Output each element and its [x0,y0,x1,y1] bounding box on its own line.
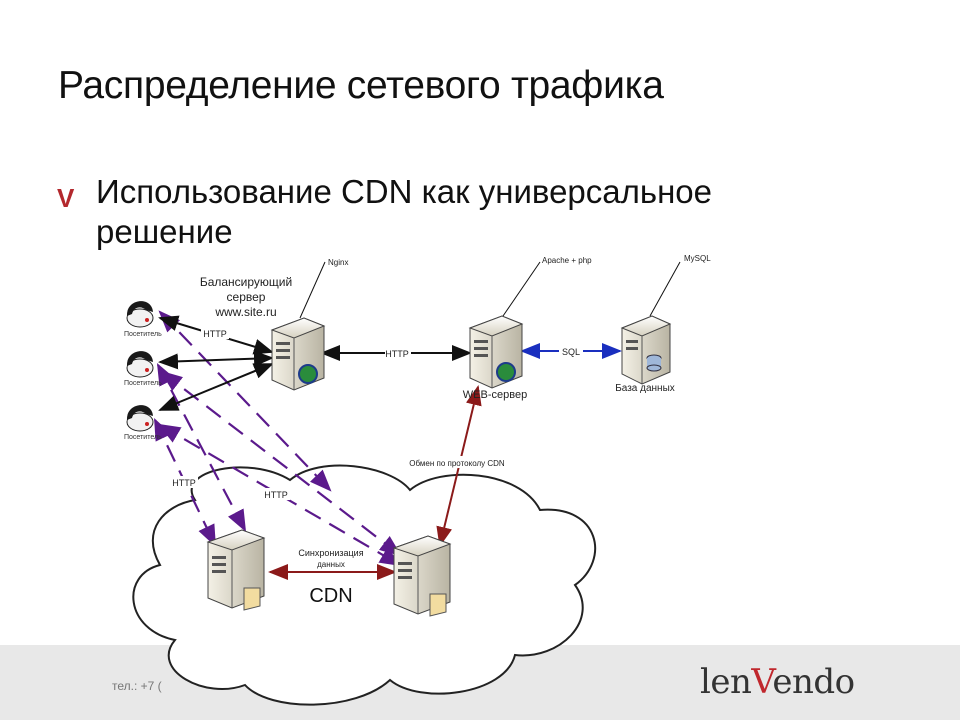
logo-part-1: len [700,662,752,702]
slide-title: Распределение сетевого трафика [58,64,664,107]
cdn-cloud [132,464,597,706]
balancer-software-label: Nginx [328,258,348,267]
sync-label-2: данных [317,560,345,569]
cdn-server-2-icon [392,535,452,617]
visitor-1 [126,301,154,328]
http-label-visitor-balancer: HTTP [203,329,227,339]
db-caption: База данных [615,383,675,394]
http-label-cdn-1: HTTP [172,478,196,488]
http-label-cdn-2: HTTP [264,490,288,500]
web-software-label: Apache + php [542,256,592,265]
balancer-caption-1: Балансирующий [200,275,292,289]
visitor-label-3: Посетитель [124,434,162,441]
db-software-label: MySQL [684,254,711,263]
cdn-exchange-label: Обмен по протоколу CDN [409,459,505,468]
footer-phone: тел.: +7 ( [112,679,162,693]
web-server-caption: WEB-сервер [463,389,527,401]
balancer-server-icon [270,317,326,391]
visitor-2 [126,351,154,378]
logo-part-2: endo [772,662,855,702]
sql-label: SQL [562,347,580,357]
web-server-icon [468,315,524,389]
bullet-text: Использование CDN как универсальное реше… [96,173,713,250]
database-server-icon [620,315,672,385]
cdn-label: CDN [309,585,352,607]
lenvendo-logo: lenVendo [700,662,855,702]
balancer-caption-2: сервер [227,290,266,304]
visitor-label-1: Посетитель [124,331,162,338]
sync-label-1: Синхронизация [298,548,363,558]
http-label-balancer-web: HTTP [385,349,409,359]
callout-lines [299,261,681,319]
balancer-caption-3: www.site.ru [214,305,276,319]
bullet-check-icon: V [57,183,75,213]
logo-v: V [751,662,773,702]
visitor-label-2: Посетитель [124,380,162,387]
visitor-3 [126,405,154,432]
cdn-server-1-icon [206,529,266,611]
